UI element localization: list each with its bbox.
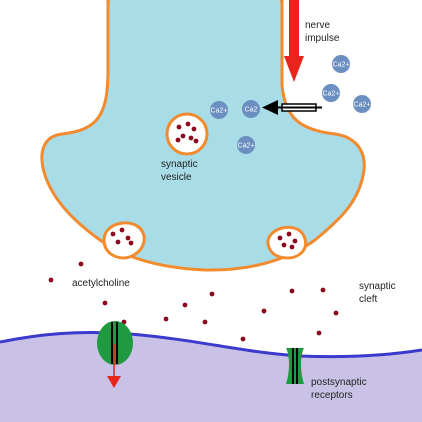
calcium-influx-arrow: [262, 100, 322, 115]
acetylcholine-dot: [191, 126, 197, 132]
acetylcholine-dot: [320, 287, 326, 293]
label-postsynaptic-receptors-line1: postsynaptic: [311, 377, 367, 388]
acetylcholine-dot: [209, 291, 215, 297]
docked-vesicle-right: [266, 225, 307, 260]
calcium-ion: Ca2+: [353, 95, 371, 113]
calcium-ion: Ca2+: [332, 55, 350, 73]
acetylcholine-dot: [333, 310, 339, 316]
acetylcholine-dot: [176, 124, 182, 130]
calcium-ion: Ca2+: [210, 101, 228, 119]
acetylcholine-dot: [180, 133, 186, 139]
acetylcholine-dot: [182, 302, 188, 308]
acetylcholine-molecules: [48, 121, 339, 342]
acetylcholine-dot: [289, 244, 295, 250]
ion-flow-arrow: [107, 344, 121, 388]
acetylcholine-dot: [316, 330, 322, 336]
calcium-ion-label: Ca2+: [323, 91, 340, 98]
acetylcholine-dot: [202, 319, 208, 325]
acetylcholine-dot: [188, 135, 194, 141]
acetylcholine-dot: [261, 308, 267, 314]
postsynaptic-membrane: [0, 330, 422, 359]
acetylcholine-dot: [78, 261, 84, 267]
calcium-ion: Ca2+: [237, 136, 255, 154]
terminal-top-edge: [110, 0, 280, 3]
calcium-ion-label: Ca2+: [238, 143, 255, 150]
acetylcholine-dot: [185, 121, 191, 127]
acetylcholine-dot: [110, 231, 116, 237]
calcium-ion-label: Ca2+: [354, 102, 371, 109]
acetylcholine-dot: [128, 240, 134, 246]
docked-vesicle-left: [102, 221, 146, 260]
label-synaptic-cleft-line1: synaptic: [359, 281, 396, 292]
nerve-impulse-arrow: [284, 0, 304, 82]
acetylcholine-dot: [281, 242, 287, 248]
receptor-right: [286, 348, 304, 384]
calcium-ion-label: Ca2+: [333, 62, 350, 69]
acetylcholine-dot: [286, 231, 292, 237]
acetylcholine-dot: [277, 235, 283, 241]
acetylcholine-dot: [102, 300, 108, 306]
calcium-ion: Ca2: [242, 100, 260, 118]
calcium-ion-label: Ca2: [245, 107, 258, 114]
calcium-ion-label: Ca2+: [211, 108, 228, 115]
label-synaptic-vesicle-line2: vesicle: [161, 172, 192, 183]
acetylcholine-dot: [163, 316, 169, 322]
acetylcholine-dot: [193, 138, 199, 144]
acetylcholine-dot: [48, 277, 54, 283]
acetylcholine-dot: [289, 288, 295, 294]
calcium-ion: Ca2+: [322, 84, 340, 102]
label-acetylcholine: acetylcholine: [72, 278, 130, 289]
acetylcholine-dot: [292, 238, 298, 244]
receptor-left: [97, 321, 133, 365]
label-nerve-impulse-line1: nerve: [305, 20, 330, 31]
label-nerve-impulse-line2: impulse: [305, 33, 340, 44]
label-postsynaptic-receptors-line2: receptors: [311, 390, 353, 401]
acetylcholine-dot: [119, 227, 125, 233]
acetylcholine-dot: [175, 137, 181, 143]
acetylcholine-dot: [115, 239, 121, 245]
acetylcholine-dot: [240, 336, 246, 342]
synaptic-vesicle: [165, 112, 209, 156]
acetylcholine-dot: [125, 235, 131, 241]
label-synaptic-vesicle-line1: synaptic: [161, 159, 198, 170]
label-synaptic-cleft-line2: cleft: [359, 294, 378, 305]
